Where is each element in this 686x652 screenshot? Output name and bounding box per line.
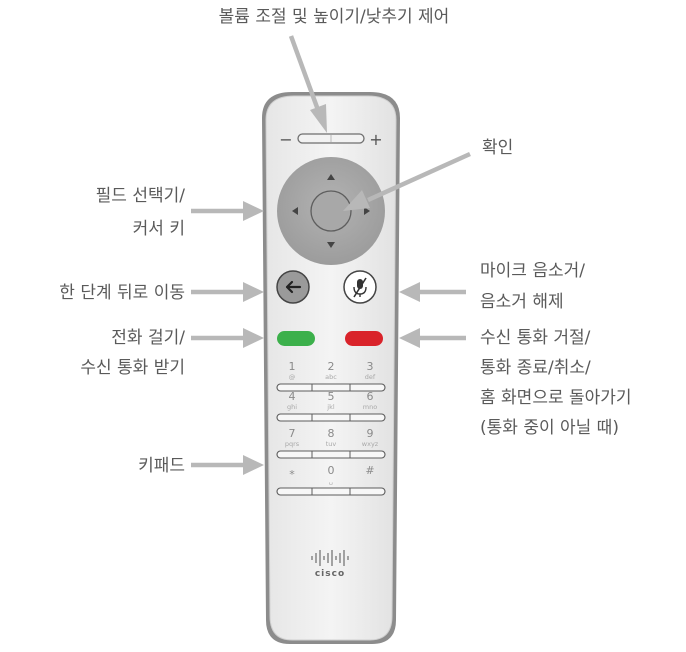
keypad-row-divider [276, 383, 386, 392]
cisco-logo: cisco [311, 550, 349, 579]
label-reject-3: 홈 화면으로 돌아가기 [480, 388, 632, 408]
key-number: 6 [367, 390, 374, 403]
call-button[interactable] [277, 331, 315, 346]
up-arrow-icon[interactable] [327, 174, 335, 180]
keypad-row-divider [276, 487, 386, 496]
key-number: 9 [367, 427, 374, 440]
key-number: 2 [328, 360, 335, 373]
keypad-key-0[interactable]: 0␣ [328, 464, 335, 485]
dpad[interactable] [277, 157, 385, 265]
label-back: 한 단계 뒤로 이동 [59, 283, 185, 303]
volume-minus-icon[interactable]: − [279, 130, 292, 149]
key-letters: @ [289, 373, 296, 381]
key-letters: ␣ [329, 477, 333, 485]
key-number: # [365, 464, 374, 477]
volume-control[interactable]: − + [279, 130, 382, 149]
key-letters: ghi [287, 403, 297, 411]
keypad-key-*[interactable]: * [289, 468, 295, 481]
label-reject-2: 통화 종료/취소/ [480, 358, 591, 378]
back-arrow [191, 282, 264, 302]
field-selector-arrow [191, 201, 264, 221]
call-arrow [191, 328, 264, 348]
reject-arrow [399, 328, 466, 348]
key-number: 4 [289, 390, 296, 403]
right-arrow-icon[interactable] [364, 207, 370, 215]
keypad-row-divider [276, 450, 386, 459]
label-call-1: 전화 걸기/ [111, 328, 185, 348]
callout-labels: 볼륨 조절 및 높이기/낮추기 제어 확인 필드 선택기/ 커서 키 한 단계 … [59, 7, 631, 476]
key-number: 0 [328, 464, 335, 477]
confirm-arrow [343, 151, 471, 211]
label-keypad: 키패드 [138, 456, 185, 476]
cisco-wordmark: cisco [315, 569, 345, 579]
label-reject-1: 수신 통화 거절/ [480, 328, 591, 348]
key-letters: abc [325, 373, 337, 381]
mute-arrow [399, 282, 466, 302]
cisco-bars-icon [311, 550, 349, 566]
keypad-arrow [191, 455, 264, 475]
label-call-2: 수신 통화 받기 [80, 358, 185, 378]
left-arrow-icon[interactable] [292, 207, 298, 215]
key-number: * [289, 468, 295, 481]
label-field-selector-2: 커서 키 [133, 219, 185, 239]
key-letters: jkl [326, 403, 335, 411]
label-field-selector-1: 필드 선택기/ [96, 186, 186, 206]
key-letters: tuv [326, 440, 337, 448]
key-number: 7 [289, 427, 296, 440]
microphone-muted-icon [353, 277, 367, 298]
key-number: 5 [328, 390, 335, 403]
label-volume: 볼륨 조절 및 높이기/낮추기 제어 [219, 7, 450, 27]
keypad-key-1[interactable]: 1@ [289, 360, 296, 381]
down-arrow-icon[interactable] [327, 242, 335, 248]
callout-arrows [191, 35, 471, 475]
volume-plus-icon[interactable]: + [369, 130, 382, 149]
reject-button[interactable] [345, 331, 383, 346]
ok-button[interactable] [310, 190, 352, 232]
back-arrow-icon [285, 280, 302, 294]
keypad-row-divider [276, 413, 386, 422]
key-letters: def [365, 373, 376, 381]
volume-arrow [288, 35, 327, 133]
back-button[interactable] [276, 270, 310, 304]
keypad-key-#[interactable]: # [365, 464, 374, 477]
label-mute-2: 음소거 해제 [480, 292, 564, 312]
key-number: 3 [367, 360, 374, 373]
mute-button[interactable] [343, 270, 377, 304]
key-number: 1 [289, 360, 296, 373]
key-number: 8 [328, 427, 335, 440]
label-reject-4: (통화 중이 아닐 때) [480, 418, 619, 438]
label-confirm: 확인 [482, 138, 513, 158]
key-letters: wxyz [362, 440, 379, 448]
label-mute-1: 마이크 음소거/ [480, 261, 585, 281]
key-letters: mno [363, 403, 377, 411]
key-letters: pqrs [285, 440, 300, 448]
